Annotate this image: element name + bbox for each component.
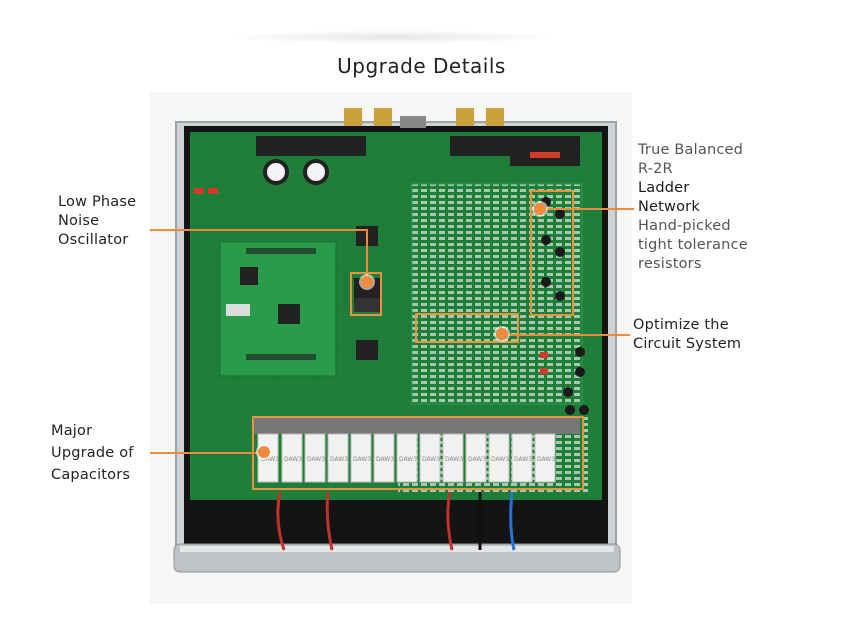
capacitor-label: DAW3 — [261, 456, 280, 463]
capacitor-bank-highlight — [252, 416, 584, 490]
capacitor-label: DAW3 — [307, 456, 326, 463]
ladder-line-5: Hand-picked — [638, 218, 731, 234]
oscillator-callout: Low Phase Noise Oscillator — [58, 193, 136, 250]
capacitor-label: DAW3 — [422, 456, 441, 463]
capacitors-line-3: Capacitors — [51, 467, 131, 483]
oscillator-leader-h — [150, 229, 368, 231]
capacitor-label: DAW3 — [330, 456, 349, 463]
page-title: Upgrade Details — [337, 54, 506, 78]
circuit-callout: Optimize the Circuit System — [633, 316, 741, 354]
capacitor-label: DAW3 — [445, 456, 464, 463]
circuit-line-1: Optimize the — [633, 317, 729, 333]
capacitors-callout: Major Upgrade of Capacitors — [51, 420, 134, 486]
ladder-line-6: tight tolerance — [638, 237, 748, 253]
circuit-system-highlight — [415, 313, 519, 343]
circuit-line-2: Circuit System — [633, 336, 742, 352]
ladder-marker — [534, 203, 546, 215]
ladder-line-4: Network — [638, 199, 700, 215]
ladder-network-highlight — [530, 190, 574, 316]
oscillator-line-1: Low Phase — [58, 194, 137, 210]
ladder-callout: True Balanced R-2R Ladder Network Hand-p… — [638, 141, 748, 274]
capacitors-line-1: Major — [51, 423, 93, 439]
capacitor-label: DAW3 — [468, 456, 487, 463]
oscillator-leader-v — [366, 229, 368, 279]
capacitor-label: DAW3 — [537, 456, 556, 463]
capacitors-leader — [150, 452, 264, 454]
ladder-line-1: True Balanced — [638, 142, 744, 158]
capacitors-marker — [258, 446, 270, 458]
ladder-line-2: R-2R — [638, 161, 673, 177]
header-shadow — [222, 30, 562, 44]
capacitor-label: DAW3 — [399, 456, 418, 463]
capacitor-label: DAW3 — [284, 456, 303, 463]
dac-internals-illustration — [173, 108, 621, 573]
ladder-leader — [546, 208, 634, 210]
capacitor-label: DAW3 — [376, 456, 395, 463]
capacitor-label: DAW3 — [353, 456, 372, 463]
product-photo — [150, 92, 632, 604]
ladder-line-3: Ladder — [638, 180, 690, 196]
capacitors-line-2: Upgrade of — [51, 445, 134, 461]
oscillator-line-2: Noise — [58, 213, 100, 229]
oscillator-line-3: Oscillator — [58, 232, 129, 248]
oscillator-marker — [361, 276, 373, 288]
circuit-marker — [496, 328, 508, 340]
circuit-leader — [504, 334, 630, 336]
capacitor-label: DAW3 — [491, 456, 510, 463]
ladder-line-7: resistors — [638, 256, 702, 272]
capacitor-label: DAW3 — [514, 456, 533, 463]
